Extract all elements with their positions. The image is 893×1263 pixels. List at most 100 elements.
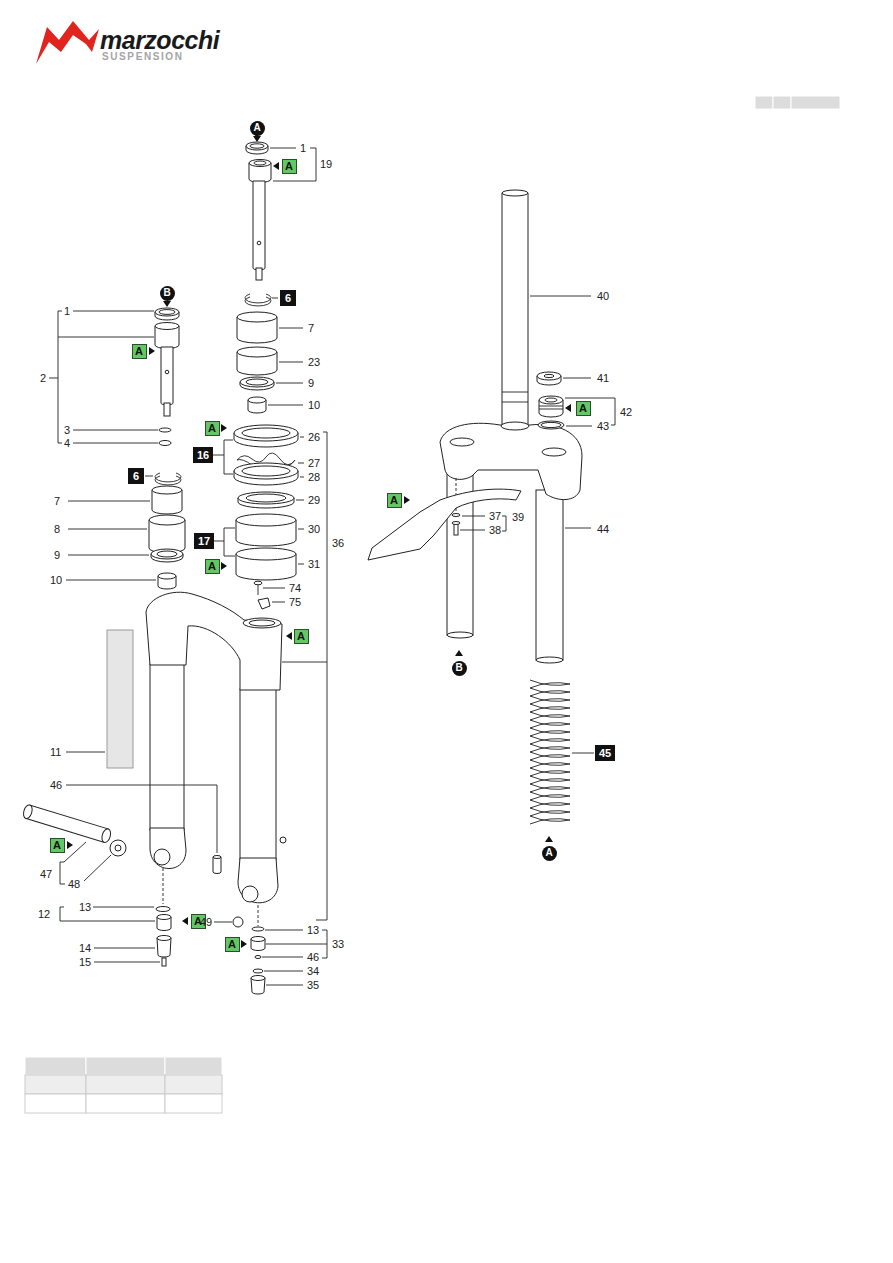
top-stack-parts	[234, 425, 298, 441]
cartridge-2	[163, 301, 171, 307]
lower-legs	[150, 664, 184, 830]
crown-steerer	[502, 392, 528, 393]
left-foot-parts	[94, 948, 155, 949]
top-stack-parts	[276, 383, 303, 384]
right-foot-parts	[255, 956, 261, 959]
axle-47	[26, 805, 109, 842]
top-stack-parts	[238, 492, 294, 504]
callout-number: 42	[620, 406, 632, 419]
reference-circle: B	[160, 286, 175, 301]
left-stack-parts	[158, 573, 176, 579]
left-stack-parts	[149, 515, 185, 525]
callout-number: 47	[40, 868, 52, 881]
reference-letter: A	[53, 839, 61, 851]
reference-letter: A	[208, 422, 216, 434]
top-stack-parts	[234, 463, 298, 479]
top-stack-parts	[279, 328, 303, 329]
crown-steerer	[545, 398, 557, 402]
left-stack-parts	[145, 476, 153, 477]
cartridge-19	[273, 162, 279, 170]
reference-letter: 16	[197, 449, 209, 461]
callout-number: 4	[64, 437, 70, 450]
top-stack-parts	[258, 585, 259, 595]
callout-number: 3	[64, 424, 70, 437]
lower-legs	[66, 785, 217, 853]
info-table	[25, 1094, 86, 1113]
top-stack-parts	[272, 298, 278, 299]
callout-number: 43	[597, 420, 609, 433]
left-stack-parts	[68, 555, 149, 556]
callout-number: 39	[512, 511, 524, 524]
fender-39	[502, 516, 506, 531]
top-stack-parts	[272, 602, 285, 603]
crown-steerer	[538, 421, 564, 429]
left-foot-parts	[156, 907, 170, 912]
info-table	[165, 1094, 222, 1113]
right-foot-parts	[265, 930, 303, 931]
cartridge-19	[246, 136, 316, 280]
callout-number: 41	[597, 372, 609, 385]
spring-45	[572, 753, 594, 754]
callout-number: 26	[308, 431, 320, 444]
crown-steerer	[440, 423, 582, 499]
cartridge-2	[49, 311, 62, 443]
callout-number: 35	[307, 979, 319, 992]
left-stack-parts	[152, 486, 182, 494]
cartridge-19	[246, 142, 268, 150]
note-box: A	[132, 344, 147, 359]
axle-47	[22, 804, 34, 820]
crown-steerer	[447, 632, 473, 638]
crown-steerer	[536, 490, 563, 660]
crown-steerer	[536, 657, 563, 663]
callout-number: 49	[200, 916, 212, 929]
kit-box: 17	[194, 533, 214, 549]
top-stack-parts	[298, 529, 304, 530]
cartridge-2	[149, 347, 155, 355]
callout-number: 7	[308, 322, 314, 335]
cartridge-19	[273, 148, 316, 181]
fender-39	[368, 489, 521, 560]
note-box: A	[294, 629, 309, 644]
reference-letter: 17	[198, 535, 210, 547]
lower-legs	[242, 886, 258, 902]
left-foot-parts	[182, 917, 188, 925]
fender-39	[460, 530, 485, 531]
crown-steerer	[565, 528, 591, 529]
crown-steerer	[544, 374, 554, 377]
fender-39	[456, 508, 457, 512]
right-foot-parts	[251, 937, 265, 942]
axle-47	[110, 840, 126, 856]
callout-number: 46	[50, 779, 62, 792]
info-table	[755, 96, 773, 109]
cartridge-2	[159, 428, 171, 432]
cartridge-19	[256, 268, 262, 280]
callout-number: 75	[289, 596, 301, 609]
callout-number: 9	[308, 377, 314, 390]
crown-steerer	[502, 402, 528, 403]
right-foot-parts	[214, 922, 232, 923]
cartridge-2	[73, 443, 158, 444]
right-foot-parts	[251, 976, 265, 981]
fender-39	[462, 516, 485, 517]
cartridge-19	[257, 241, 261, 245]
note-box: A	[205, 421, 220, 436]
reference-letter: B	[455, 662, 462, 674]
right-foot-parts	[266, 985, 303, 986]
fender-39	[456, 478, 457, 496]
callout-number: 48	[68, 878, 80, 891]
axle-47	[84, 855, 111, 881]
top-stack-parts	[268, 405, 303, 406]
callout-number: 34	[307, 965, 319, 978]
right-foot-parts	[233, 917, 243, 927]
right-foot-parts	[214, 905, 327, 994]
cartridge-19	[253, 181, 265, 270]
callout-number: 27	[308, 457, 320, 470]
top-stack-parts	[213, 528, 235, 556]
fender-39	[404, 496, 410, 504]
right-foot-parts	[241, 940, 247, 948]
spring-45	[545, 836, 553, 842]
reference-circle: A	[250, 121, 265, 136]
axle-47	[22, 804, 126, 884]
fender-39	[368, 478, 521, 656]
cartridge-19	[270, 148, 296, 149]
